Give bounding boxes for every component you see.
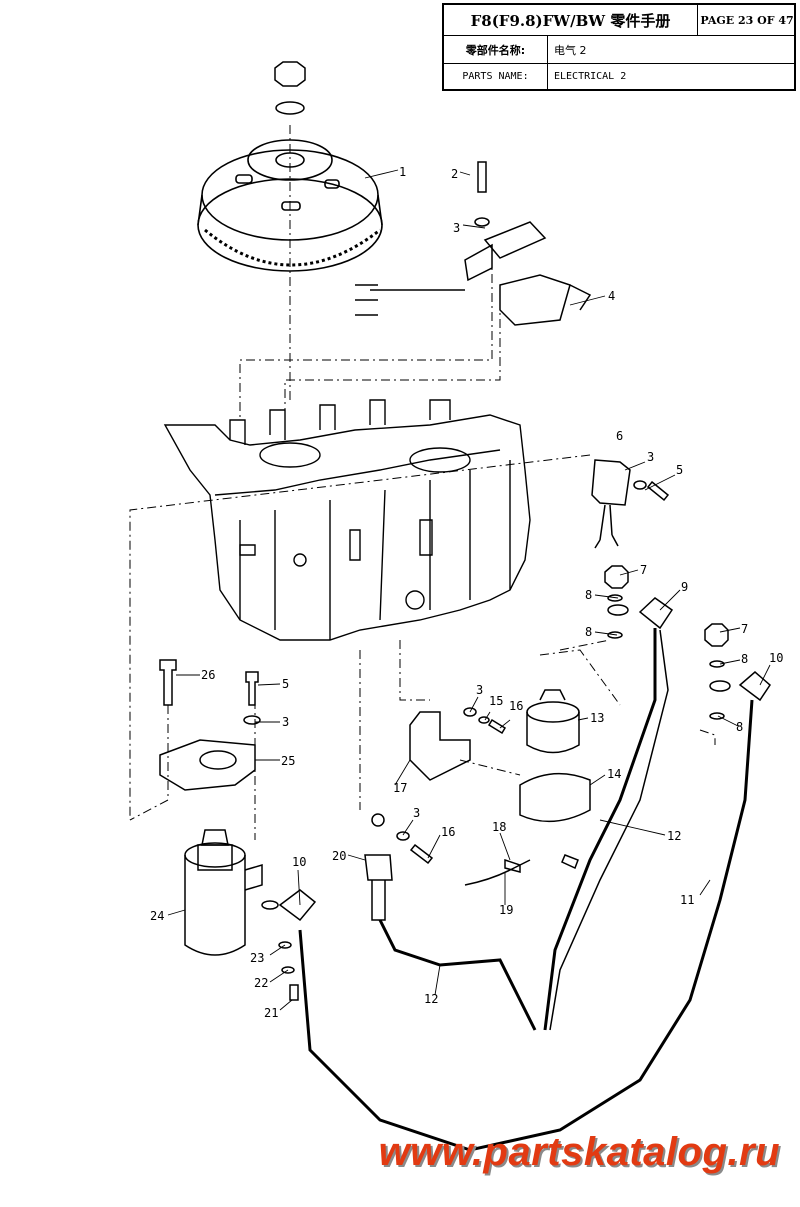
callout-8: 8: [585, 588, 592, 602]
callout-3c: 3: [282, 715, 289, 729]
callout-11: 11: [680, 893, 694, 907]
parts-name-value-cn: 电气 2: [548, 36, 796, 64]
terminal-hardware-right: [604, 565, 771, 720]
callout-4: 4: [608, 289, 615, 303]
callout-12: 12: [667, 829, 681, 843]
fuse-holder: [364, 813, 579, 921]
callout-9: 9: [681, 580, 688, 594]
callout-2: 2: [451, 167, 458, 181]
battery-cables: [298, 628, 754, 1152]
starter-motor: [184, 829, 317, 1001]
rectifier-regulator: [591, 459, 670, 549]
callout-22: 22: [254, 976, 268, 990]
callout-19: 19: [499, 903, 513, 917]
parts-name-value-en: ELECTRICAL 2: [554, 71, 627, 82]
callout-6: 6: [616, 429, 623, 443]
callout-13: 13: [590, 711, 604, 725]
callout-16: 16: [509, 699, 523, 713]
page-number: PAGE 23 OF 47: [698, 5, 796, 36]
callout-16b: 16: [441, 825, 455, 839]
parts-name-label-en: PARTS NAME:: [444, 64, 548, 89]
callout-3e: 3: [413, 806, 420, 820]
callout-7b: 7: [741, 622, 748, 636]
callout-17: 17: [393, 781, 407, 795]
callout-20: 20: [332, 849, 346, 863]
callout-8d: 8: [736, 720, 743, 734]
callout-12b: 12: [424, 992, 438, 1006]
callout-10: 10: [769, 651, 783, 665]
flywheel-nut: [274, 61, 306, 115]
callout-1: 1: [399, 165, 406, 179]
flywheel: [197, 139, 383, 272]
callout-5: 5: [676, 463, 683, 477]
callout-8b: 8: [585, 625, 592, 639]
engine-block: [163, 399, 531, 641]
starter-bracket-hardware: [159, 659, 261, 791]
title-block: F8(F9.8)FW/BW 零件手册 PAGE 23 OF 47 零部件名称: …: [442, 3, 796, 91]
callout-3: 3: [453, 221, 460, 235]
callout-15: 15: [489, 694, 503, 708]
starter-relay: [409, 689, 591, 823]
callout-24: 24: [150, 909, 164, 923]
callout-10b: 10: [292, 855, 306, 869]
callout-8c: 8: [741, 652, 748, 666]
ignition-coil-assembly: [355, 161, 592, 326]
callout-21: 21: [264, 1006, 278, 1020]
callout-25: 25: [281, 754, 295, 768]
callout-numbers: 1 2 3 4 3 5 6 7 8 9 8 7 8 10 8 26 5 3 25…: [150, 165, 783, 1020]
callout-5b: 5: [282, 677, 289, 691]
manual-title: F8(F9.8)FW/BW 零件手册: [444, 5, 698, 36]
callout-3b: 3: [647, 450, 654, 464]
callout-3d: 3: [476, 683, 483, 697]
watermark: www.partskatalog.ru: [378, 1130, 780, 1174]
parts-name-label-cn: 零部件名称:: [444, 36, 548, 64]
callout-26: 26: [201, 668, 215, 682]
callout-18: 18: [492, 820, 506, 834]
callout-14: 14: [607, 767, 621, 781]
callout-23: 23: [250, 951, 264, 965]
callout-7: 7: [640, 563, 647, 577]
